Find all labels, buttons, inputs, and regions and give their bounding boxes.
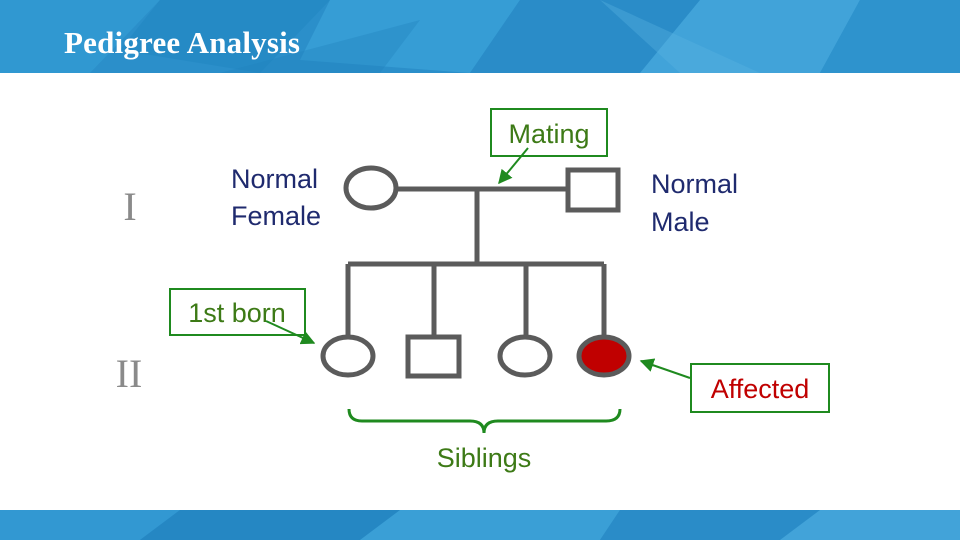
slide-title: Pedigree Analysis — [64, 25, 301, 60]
normal-male-line1: Normal — [651, 169, 738, 199]
normal-female-line1: Normal — [231, 164, 318, 194]
affected-callout-box — [690, 363, 830, 413]
generation-label-i: I — [123, 184, 136, 229]
header-band-pattern — [0, 0, 960, 73]
siblings-label: Siblings — [437, 443, 532, 473]
affected-callout-label: Affected — [711, 374, 810, 404]
affected-female-symbol-child4 — [576, 334, 632, 378]
first-born-arrow — [265, 320, 316, 345]
footer-band — [0, 510, 960, 540]
male-symbol-gen1 — [565, 167, 621, 213]
male-symbol-child2 — [405, 334, 462, 379]
normal-female-line2: Female — [231, 201, 321, 231]
footer-band-pattern — [0, 510, 960, 540]
first-born-callout-box — [169, 288, 306, 336]
female-symbol-child3 — [497, 334, 553, 378]
female-symbol-child1 — [320, 334, 376, 378]
siblings-brace — [347, 408, 622, 434]
normal-male-line2: Male — [651, 207, 710, 237]
mating-callout-box — [490, 108, 608, 157]
generation-label-ii: II — [116, 351, 143, 396]
header-band: Pedigree Analysis — [0, 0, 960, 73]
mating-callout-label: Mating — [508, 119, 589, 149]
pedigree-lines — [345, 186, 607, 337]
affected-arrow — [639, 358, 691, 379]
female-symbol-gen1 — [343, 165, 399, 211]
mating-arrow — [498, 147, 529, 185]
